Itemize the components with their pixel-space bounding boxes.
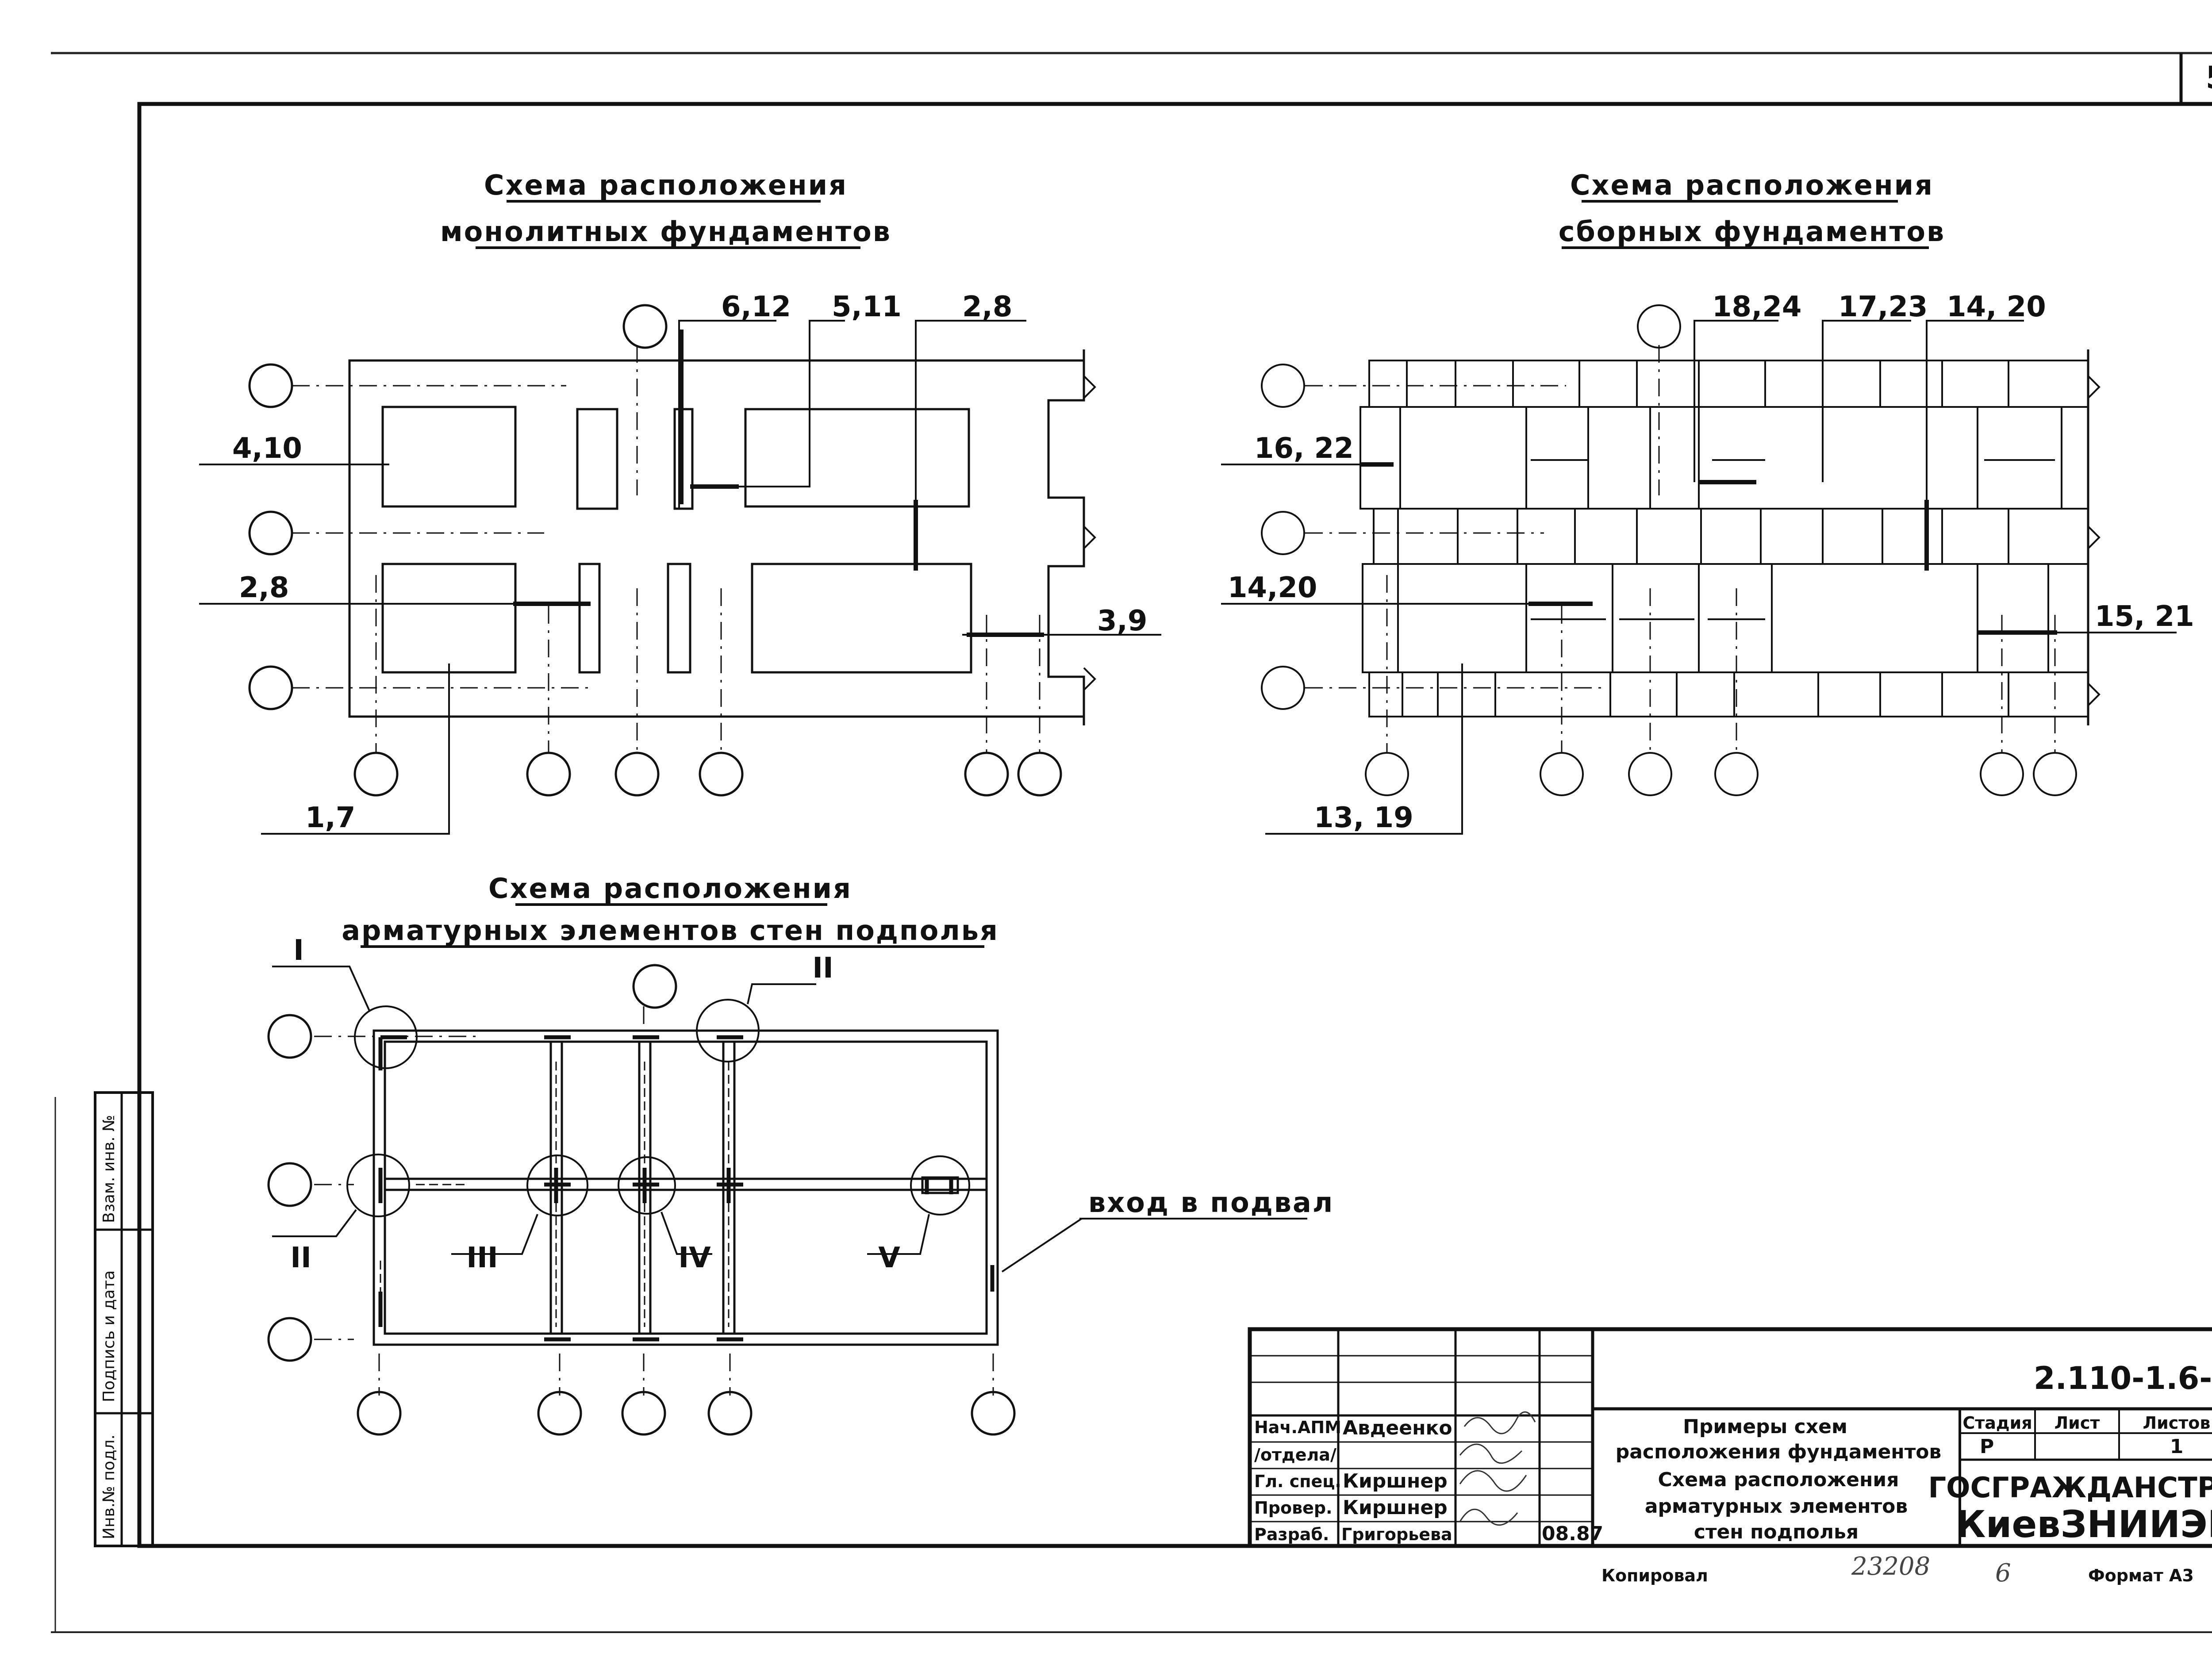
label-18-24: 18,24 <box>1712 291 1801 323</box>
basement-entrance-label: вход в подвал <box>1088 1186 1334 1219</box>
mono-title-2: монолитных фундаментов <box>440 215 891 248</box>
footer: Копировал 23208 6 Формат А3 <box>1601 1552 2194 1588</box>
name-2: Киршнер <box>1343 1470 1448 1492</box>
pre-title-1: Схема расположения <box>1570 169 1934 201</box>
name-4: Григорьева <box>1341 1525 1452 1544</box>
label-6-12: 6,12 <box>721 291 791 323</box>
node-label-V: V <box>878 1242 900 1274</box>
scheme-precast: Схема расположения сборных фундаментов <box>1221 169 2177 835</box>
mono-title-1: Схема расположения <box>484 169 848 201</box>
label-15-21: 15, 21 <box>2095 600 2194 633</box>
pre-title-2: сборных фундаментов <box>1559 215 1946 248</box>
sheets-total: 1 <box>2170 1435 2184 1458</box>
rein-title-1: Схема расположения <box>488 872 852 905</box>
title-block <box>1248 1327 2212 1548</box>
role-1: /отдела/ <box>1254 1445 1336 1465</box>
label-13-19: 13, 19 <box>1314 801 1413 834</box>
label-16-22: 16, 22 <box>1254 432 1354 465</box>
title-line-2: Схема расположения <box>1658 1469 1899 1491</box>
node-label-II-top: II <box>812 952 833 985</box>
label-3-9: 3,9 <box>1097 605 1147 637</box>
pre-labels: 18,24 17,23 14, 20 16, 22 14,20 15, 21 1… <box>1228 291 2194 834</box>
rein-title-2: арматурных элементов стен подполья <box>342 914 999 947</box>
footer-handwritten-6: 6 <box>1995 1559 2011 1588</box>
sheets-header: Листов <box>2143 1413 2211 1433</box>
title-line-4: стен подполья <box>1694 1521 1859 1543</box>
scheme-reinforcement: Схема расположения арматурных элементов … <box>267 872 1307 1436</box>
mono-labels: 6,12 5,11 2,8 4,10 2,8 3,9 1,7 <box>232 291 1147 834</box>
role-2: Гл. спец. <box>1254 1472 1341 1491</box>
title-line-3: арматурных элементов <box>1645 1495 1908 1518</box>
format-label: Формат А3 <box>2088 1566 2194 1585</box>
label-1-7: 1,7 <box>305 801 355 834</box>
doc-code: 2.110-1.6-02 СМ <box>2034 1360 2212 1396</box>
role-4: Разраб. <box>1254 1525 1329 1544</box>
title-line-0: Примеры схем <box>1683 1415 1847 1438</box>
side-sign-date: Подпись и дата <box>100 1270 118 1402</box>
role-0: Нач.АПМ <box>1254 1418 1341 1437</box>
label-5-11: 5,11 <box>832 291 902 323</box>
sheet-number: 5 <box>2206 60 2212 96</box>
copied-label: Копировал <box>1601 1566 1708 1585</box>
scheme-monolithic: Схема расположения монолитных фундаменто… <box>199 169 1161 835</box>
side-inv-orig: Инв.№ подл. <box>100 1434 118 1539</box>
node-label-II-left: II <box>290 1242 311 1274</box>
label-2-8-left: 2,8 <box>239 571 289 604</box>
node-label-I: I <box>293 934 304 967</box>
date: 08.87 <box>1542 1522 1603 1545</box>
label-14-20-left: 14,20 <box>1228 571 1317 604</box>
label-4-10: 4,10 <box>232 432 302 465</box>
label-2-8-top: 2,8 <box>962 291 1012 323</box>
stage-header: Стадия <box>1962 1413 2032 1433</box>
side-stamp: Инв.№ подл. Подпись и дата Взам. инв. № <box>94 1091 154 1547</box>
label-17-23: 17,23 <box>1838 291 1928 323</box>
footer-number: 23208 <box>1851 1552 1930 1581</box>
org-line1: ГОСГРАЖДАНСТРОЙ <box>1928 1471 2212 1504</box>
label-14-20-top: 14, 20 <box>1947 291 2046 323</box>
node-label-IV: IV <box>678 1242 711 1274</box>
name-0: Авдеенко <box>1343 1417 1452 1439</box>
org-line2: КиевЗНИИЭП <box>1955 1503 2212 1546</box>
side-replace-inv: Взам. инв. № <box>100 1115 118 1223</box>
drawing-frame <box>137 53 2212 1548</box>
title-line-1: расположения фундаментов <box>1616 1441 1942 1463</box>
role-3: Провер. <box>1254 1498 1333 1518</box>
sheet-header: Лист <box>2055 1413 2100 1433</box>
stage-value: Р <box>1980 1435 1994 1458</box>
name-3: Киршнер <box>1343 1496 1448 1519</box>
rein-labels: I II II III IV V вход в подвал <box>290 934 1334 1274</box>
title-block-text: 2.110-1.6-02 СМ Нач.АПМ /отдела/ Гл. спе… <box>1254 1360 2212 1546</box>
node-label-III: III <box>466 1242 498 1274</box>
